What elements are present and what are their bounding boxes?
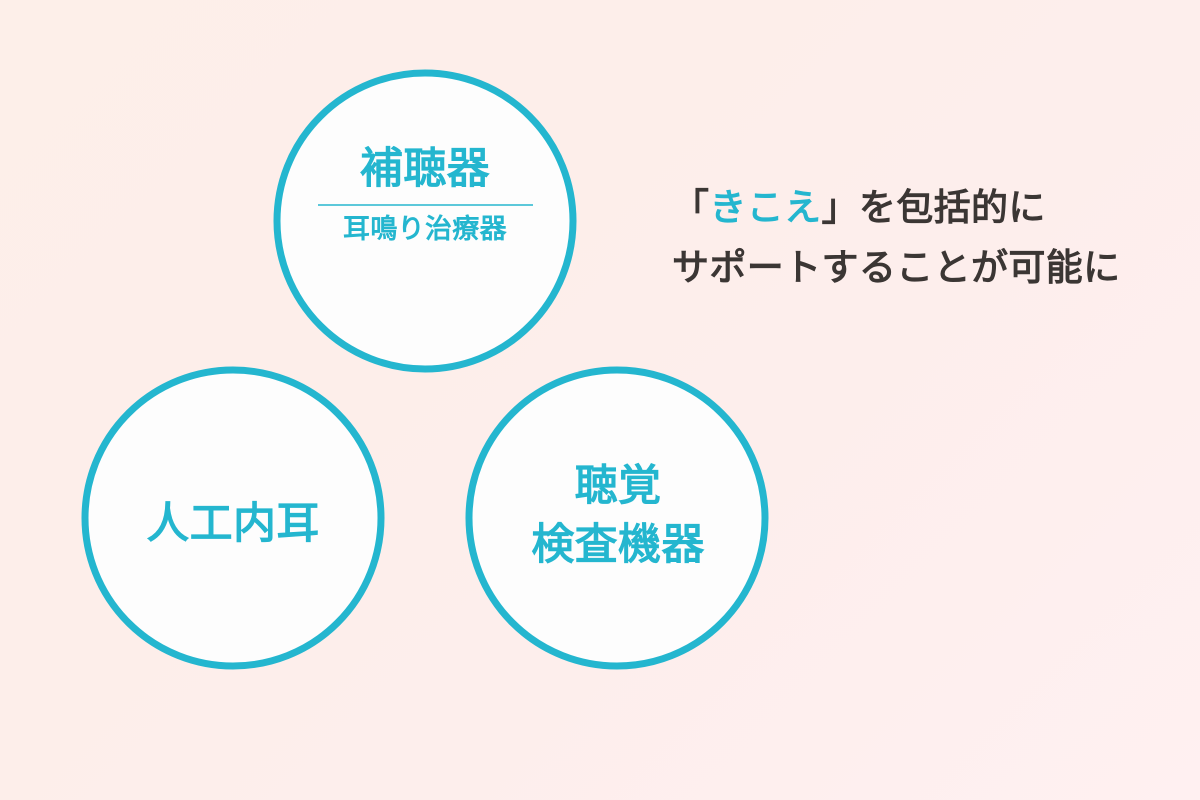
node-cochlear-implant-title: 人工内耳 [146, 500, 320, 548]
circle-fill-cochlear [85, 370, 381, 666]
circle-outline-hearing-aid[interactable] [273, 69, 577, 373]
circle-outline-cochlear[interactable] [81, 366, 385, 670]
caption-line-1: 「きこえ」を包括的に [672, 178, 1142, 238]
caption-block: 「きこえ」を包括的に サポートすることが可能に [672, 178, 1142, 298]
node-audiometric-equipment-line1: 聴覚 [574, 462, 662, 510]
circle-outlines [81, 69, 769, 670]
caption-open-bracket: 「 [672, 187, 710, 228]
node-hearing-aid[interactable]: 補聴器 耳鳴り治療器 [277, 145, 573, 245]
caption-highlight-kikoe: きこえ [709, 187, 822, 228]
caption-line-1-rest: を包括的に [858, 187, 1046, 228]
node-audiometric-equipment-line2: 検査機器 [531, 521, 705, 570]
circle-fill-hearing-aid [277, 73, 573, 369]
node-hearing-aid-divider [317, 204, 533, 207]
circle-fill-audio-test [469, 370, 765, 666]
node-cochlear-implant[interactable]: 人工内耳 [85, 495, 381, 554]
caption-line-2: サポートすることが可能に [672, 246, 1121, 288]
node-audiometric-equipment[interactable]: 聴覚 検査機器 [470, 457, 766, 576]
circle-fills [85, 73, 765, 666]
node-hearing-aid-title: 補聴器 [360, 145, 490, 193]
node-hearing-aid-subtitle: 耳鳴り治療器 [343, 214, 507, 245]
circle-outline-audio-test[interactable] [465, 366, 769, 670]
caption-close-bracket: 」 [821, 187, 859, 228]
